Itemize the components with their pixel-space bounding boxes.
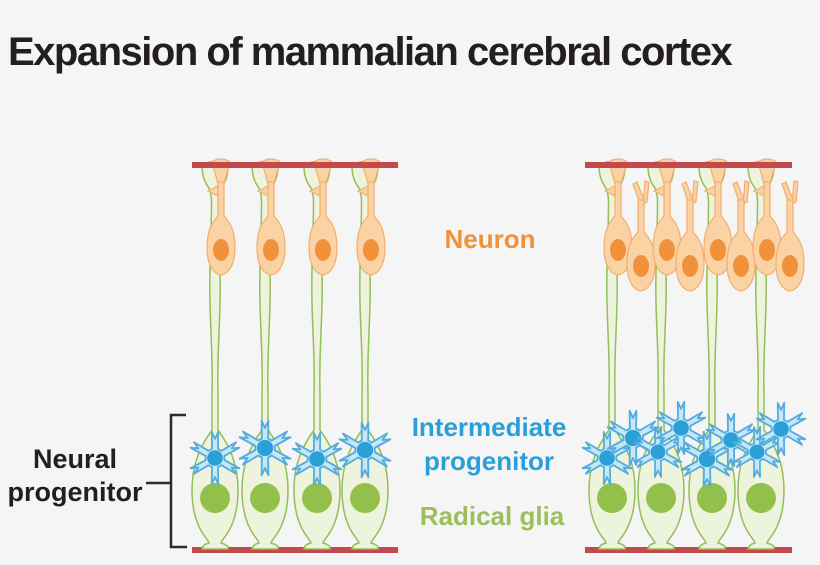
right-panel (581, 158, 807, 550)
neuron-label: Neuron (444, 224, 536, 254)
pial-membrane-left (192, 162, 398, 168)
radical-glia-label: Radical glia (419, 501, 565, 531)
page-title: Expansion of mammalian cerebral cortex (8, 30, 733, 74)
neural-progenitor-bracket (146, 413, 187, 549)
left-panel (189, 158, 392, 550)
basal-membrane-left (192, 547, 398, 553)
pial-membrane-right (585, 162, 792, 168)
basal-membrane-right (585, 547, 792, 553)
neural-progenitor-label: Neural progenitor (7, 444, 143, 507)
intermediate-progenitor-label: Intermediate progenitor (411, 412, 567, 476)
